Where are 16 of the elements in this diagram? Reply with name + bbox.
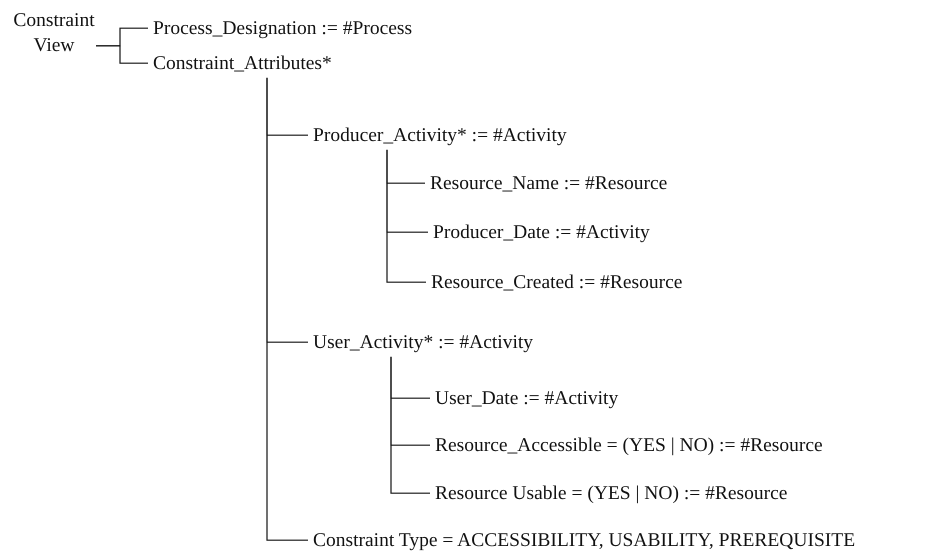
- tree-item-label: User_Activity* := #Activity: [313, 330, 534, 355]
- tree-item-label: Producer_Date := #Activity: [433, 220, 650, 245]
- tree-connector: [266, 78, 308, 541]
- tree-connector: [390, 356, 430, 494]
- tree-connector: [96, 45, 148, 64]
- tree-item-label: Process_Designation := #Process: [153, 16, 412, 41]
- tree-item-label: Resource_Created := #Resource: [431, 270, 682, 295]
- tree-item-label: Constraint_Attributes*: [153, 50, 332, 76]
- tree-item-label: Constraint Type = ACCESSIBILITY, USABILITY, PREREQUISITE: [313, 528, 856, 553]
- tree-item-label: User_Date := #Activity: [435, 386, 618, 411]
- tree-connector: [386, 150, 426, 283]
- tree-item-label: Constraint View: [6, 8, 102, 58]
- tree-item-label: Producer_Activity* := #Activity: [313, 122, 567, 148]
- tree-item-label: Resource Usable = (YES | NO) := #Resource: [435, 480, 788, 506]
- tree-item-label: Resource_Name := #Resource: [430, 170, 668, 196]
- tree-item-label: Resource_Accessible = (YES | NO) := #Resource: [435, 432, 823, 458]
